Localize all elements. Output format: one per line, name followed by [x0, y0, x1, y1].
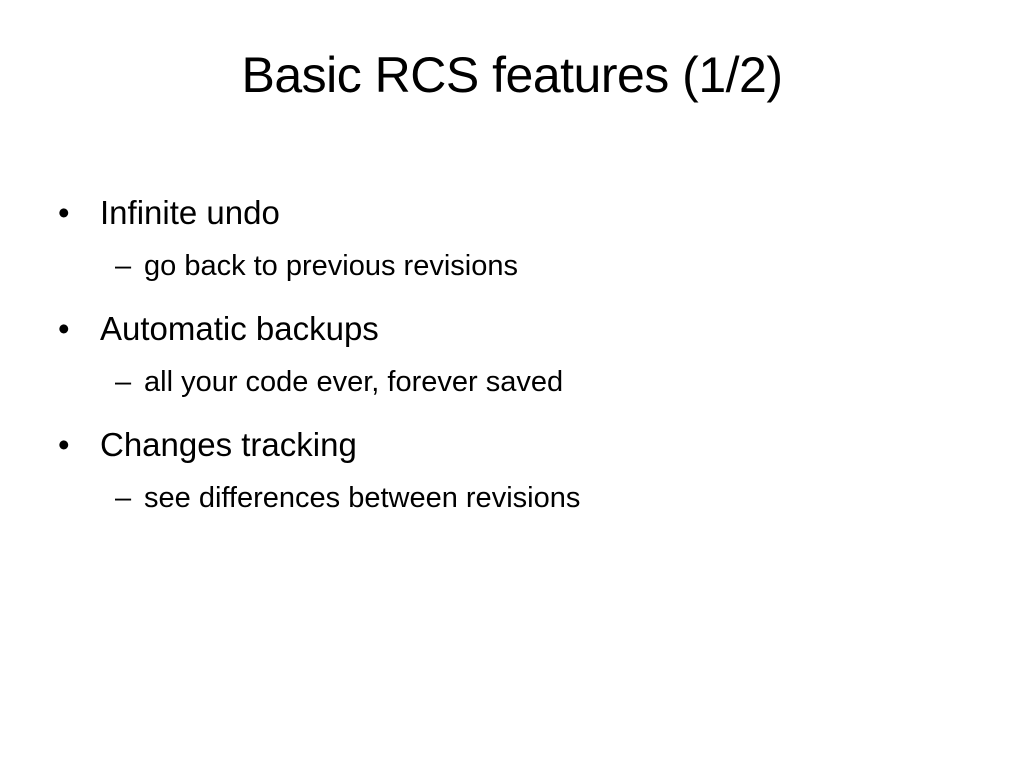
sub-bullet-label: go back to previous revisions	[144, 250, 518, 282]
sub-bullet-label: all your code ever, forever saved	[144, 366, 564, 398]
bullet-marker: •	[58, 426, 70, 463]
sub-bullet-line: – all your code ever, forever saved	[58, 362, 978, 402]
bullet-item: • Infinite undo – go back to previous re…	[58, 190, 978, 286]
sub-bullet-line: – see differences between revisions	[58, 478, 978, 518]
bullet-marker: •	[58, 310, 70, 347]
dash-marker: –	[115, 250, 132, 282]
bullet-item: • Automatic backups – all your code ever…	[58, 306, 978, 402]
bullet-list: • Infinite undo – go back to previous re…	[58, 190, 978, 538]
bullet-line: • Changes tracking	[58, 422, 978, 468]
dash-marker: –	[115, 366, 132, 398]
bullet-line: • Infinite undo	[58, 190, 978, 236]
bullet-label: Changes tracking	[100, 426, 357, 463]
bullet-label: Automatic backups	[100, 310, 379, 347]
bullet-label: Infinite undo	[100, 194, 280, 231]
bullet-item: • Changes tracking – see differences bet…	[58, 422, 978, 518]
dash-marker: –	[115, 482, 132, 514]
sub-bullet-label: see differences between revisions	[144, 482, 581, 514]
sub-bullet-line: – go back to previous revisions	[58, 246, 978, 286]
bullet-line: • Automatic backups	[58, 306, 978, 352]
bullet-marker: •	[58, 194, 70, 231]
slide-title: Basic RCS features (1/2)	[241, 47, 783, 103]
